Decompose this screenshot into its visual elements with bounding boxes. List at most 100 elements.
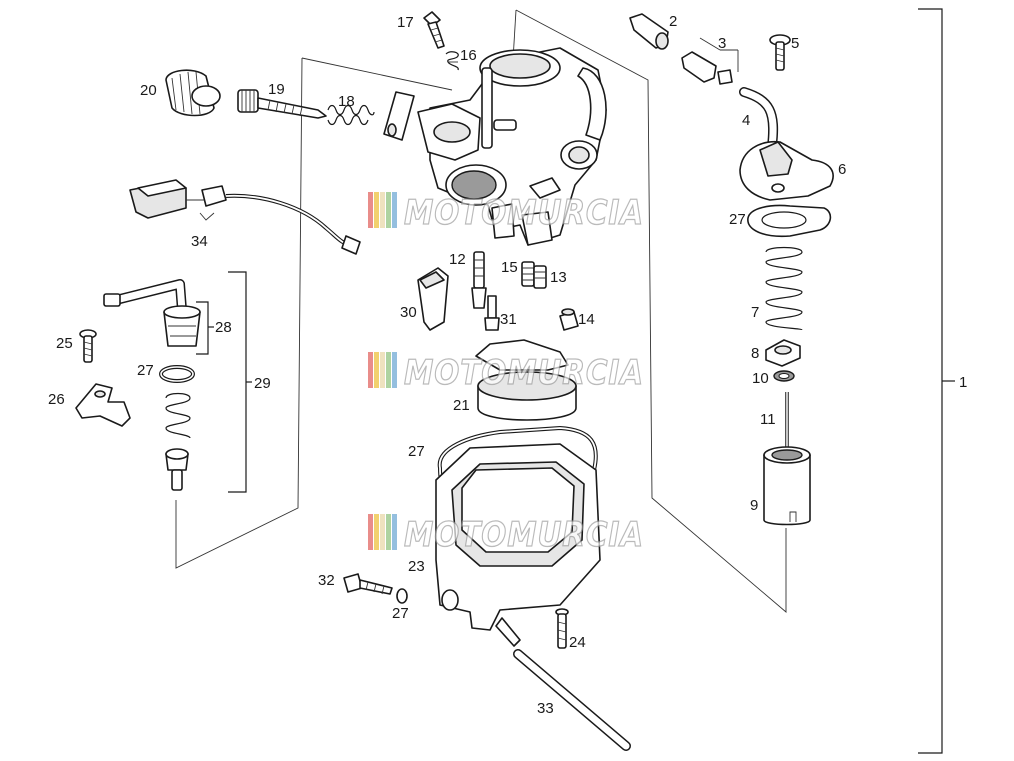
part-27-oring-left xyxy=(159,365,195,383)
part-6-cover xyxy=(739,141,834,201)
part-14-screw xyxy=(559,308,579,331)
watermark-stripe xyxy=(392,192,397,228)
label-4: 4 xyxy=(742,112,750,129)
part-2-fitting xyxy=(629,13,669,50)
watermark-stripe xyxy=(374,352,379,388)
label-30: 30 xyxy=(400,304,417,321)
label-26: 26 xyxy=(48,391,65,408)
label-2: 2 xyxy=(669,13,677,30)
label-32: 32 xyxy=(318,572,335,589)
label-14: 14 xyxy=(578,311,595,328)
watermark-stripe xyxy=(392,514,397,550)
label-6: 6 xyxy=(838,161,846,178)
guide-lines xyxy=(175,9,787,613)
part-7-spring xyxy=(765,246,803,331)
part-28-choke-tube xyxy=(103,279,201,347)
watermark-stripe xyxy=(386,192,391,228)
part-5-screw xyxy=(769,34,791,71)
label-34: 34 xyxy=(191,233,208,250)
part-27-gasket-top-right xyxy=(747,204,832,238)
part-17-screw xyxy=(423,11,445,49)
watermark-stripe xyxy=(386,514,391,550)
label-28: 28 xyxy=(215,319,232,336)
watermark-logo: MOTOMURCIA xyxy=(368,514,644,556)
part-12-jet-tube xyxy=(471,251,487,309)
label-21: 21 xyxy=(453,397,470,414)
watermarks: MOTOMURCIA MOTOMURCIA MOTOMURCIA xyxy=(368,192,644,556)
label-31: 31 xyxy=(500,311,517,328)
label-5: 5 xyxy=(791,35,799,52)
leader-lines xyxy=(448,37,739,72)
part-34-choke-wire xyxy=(129,179,361,255)
label-8: 8 xyxy=(751,345,759,362)
part-30-float-lever xyxy=(417,267,449,331)
part-13-jet xyxy=(533,265,547,289)
label-27-left: 27 xyxy=(137,362,154,379)
part-31-jet xyxy=(484,295,500,331)
part-15-jet xyxy=(521,261,535,287)
part-10-clip xyxy=(773,370,795,382)
part-16-spring xyxy=(445,51,459,71)
part-24-screw xyxy=(555,608,569,649)
label-12: 12 xyxy=(449,251,466,268)
watermark-stripe xyxy=(368,514,373,550)
label-25: 25 xyxy=(56,335,73,352)
watermark-text: MOTOMURCIA xyxy=(404,515,644,555)
watermark-stripe xyxy=(374,514,379,550)
label-17: 17 xyxy=(397,14,414,31)
watermark-stripe xyxy=(386,352,391,388)
part-21-float xyxy=(475,339,577,421)
label-7: 7 xyxy=(751,304,759,321)
label-27-right: 27 xyxy=(729,211,746,228)
part-29-plunger xyxy=(165,448,189,491)
part-32-screw xyxy=(343,573,393,595)
label-15: 15 xyxy=(501,259,518,276)
label-33: 33 xyxy=(537,700,554,717)
part-29-spring xyxy=(165,392,191,439)
watermark-text: MOTOMURCIA xyxy=(404,193,644,233)
label-18: 18 xyxy=(338,93,355,110)
part-9-slide xyxy=(763,446,811,526)
part-labels: 1 2 3 5 4 6 27 7 8 10 11 9 17 16 18 19 2… xyxy=(48,13,967,717)
part-25-screw xyxy=(79,329,97,363)
watermark-stripe xyxy=(380,352,385,388)
watermark-text: MOTOMURCIA xyxy=(404,353,644,393)
assembly-bracket xyxy=(918,8,955,754)
part-28-bracket xyxy=(196,301,214,355)
watermark-stripe xyxy=(368,352,373,388)
carburetor-body xyxy=(417,47,607,246)
label-10: 10 xyxy=(752,370,769,387)
part-23-float-bowl xyxy=(435,443,601,647)
label-27-mid: 27 xyxy=(408,443,425,460)
watermark-stripe xyxy=(392,352,397,388)
part-26-plate xyxy=(75,383,131,427)
part-20-knob xyxy=(165,69,221,117)
label-27-bottom: 27 xyxy=(392,605,409,622)
part-29-bracket xyxy=(228,271,252,493)
watermark-stripe xyxy=(374,192,379,228)
watermark-stripe xyxy=(380,192,385,228)
label-20: 20 xyxy=(140,82,157,99)
watermark-stripe xyxy=(368,192,373,228)
part-33-drain-hose xyxy=(513,649,631,751)
part-27-washer-bottom xyxy=(396,588,408,604)
label-23: 23 xyxy=(408,558,425,575)
part-8-retainer xyxy=(765,339,801,367)
label-9: 9 xyxy=(750,497,758,514)
part-18-spring xyxy=(327,104,375,126)
watermark-stripe xyxy=(380,514,385,550)
label-1: 1 xyxy=(959,374,967,391)
watermark-logo: MOTOMURCIA xyxy=(368,352,644,394)
watermark-logo: MOTOMURCIA xyxy=(368,192,644,234)
label-13: 13 xyxy=(550,269,567,286)
label-3: 3 xyxy=(718,35,726,52)
label-29: 29 xyxy=(254,375,271,392)
label-19: 19 xyxy=(268,81,285,98)
label-24: 24 xyxy=(569,634,586,651)
part-19-screw xyxy=(237,89,327,119)
part-4-hose xyxy=(739,87,779,151)
part-plate xyxy=(383,91,415,141)
label-11: 11 xyxy=(760,411,776,428)
part-3-fitting xyxy=(681,51,733,85)
